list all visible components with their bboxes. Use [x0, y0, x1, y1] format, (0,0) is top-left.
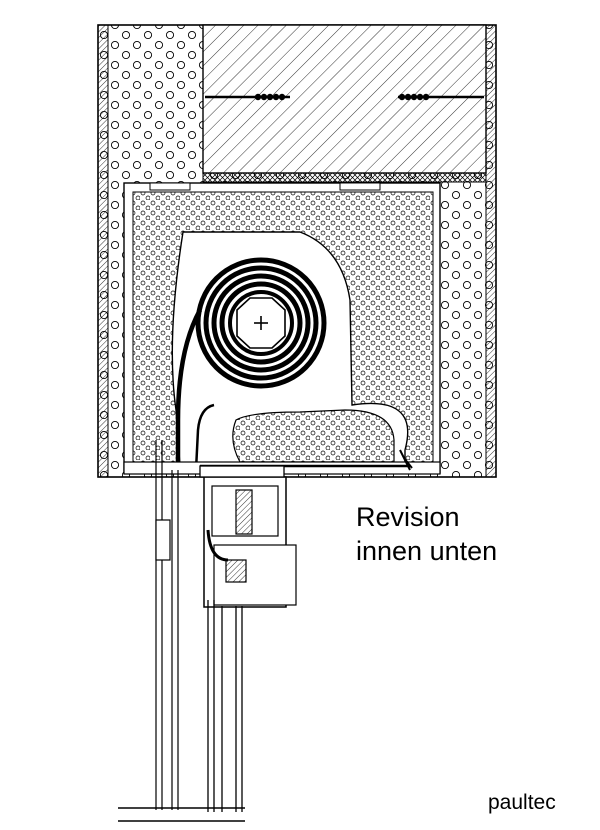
annotation-line-2: innen unten — [356, 536, 498, 566]
sill-lines — [118, 807, 245, 822]
shutter-coil — [175, 257, 327, 471]
window-frame-profile — [199, 465, 297, 812]
brand-label: paultec — [488, 791, 556, 814]
guide-rail — [155, 440, 179, 810]
lintel — [202, 24, 487, 183]
revision-annotation: Revision innen unten — [356, 500, 497, 568]
annotation-line-1: Revision — [356, 502, 460, 532]
